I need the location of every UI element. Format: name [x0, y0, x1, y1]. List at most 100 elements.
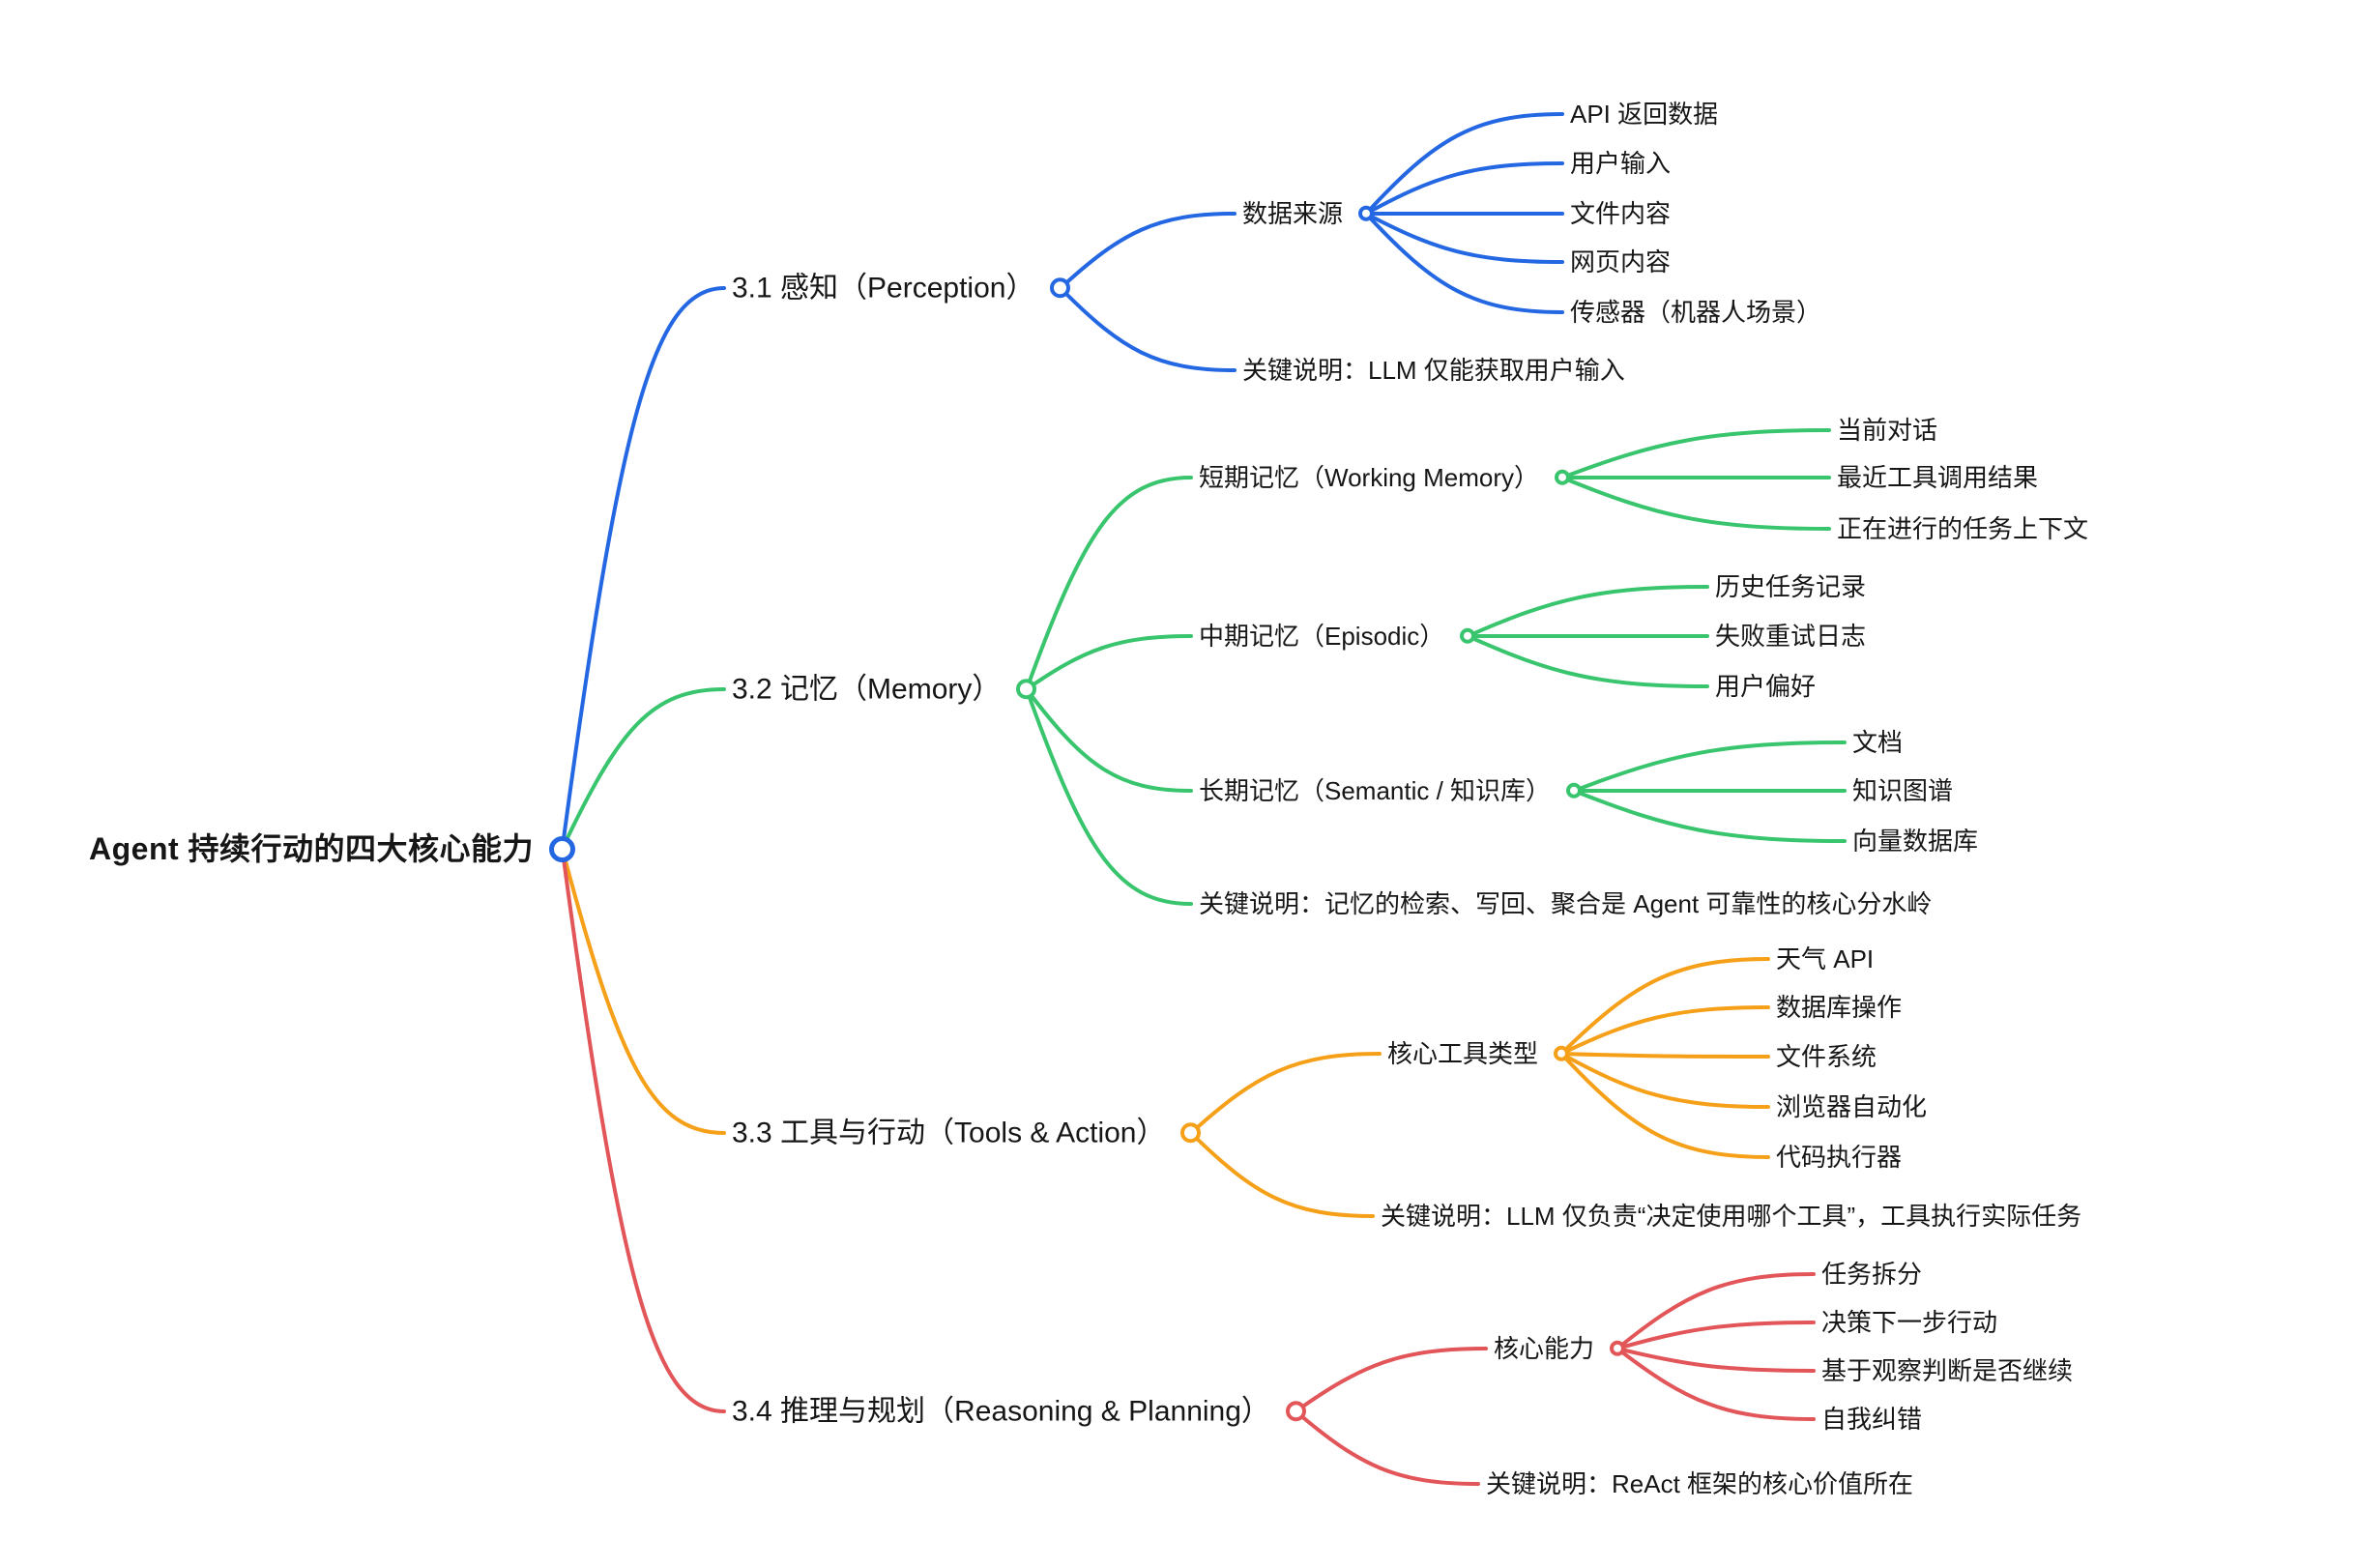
leaf-ongoing-task-context[interactable]: 正在进行的任务上下文 — [1837, 513, 2088, 545]
leaf-label: 用户输入 — [1570, 148, 1672, 178]
connector-line — [560, 847, 726, 1413]
topic-data-sources[interactable]: 数据来源 — [1242, 198, 1375, 230]
topic-core-capabilities[interactable]: 核心能力 — [1494, 1333, 1626, 1365]
leaf-label: 向量数据库 — [1852, 826, 1979, 856]
connector-line — [1560, 428, 1831, 479]
connector-line — [560, 687, 726, 851]
leaf-code-executor[interactable]: 代码执行器 — [1776, 1142, 1902, 1174]
connector-line — [1559, 1052, 1770, 1109]
connector-line — [1615, 1347, 1816, 1421]
note-perception[interactable]: 关键说明：LLM 仅能获取用户输入 — [1242, 355, 1625, 387]
leaf-file-system[interactable]: 文件系统 — [1776, 1041, 1877, 1073]
leaf-knowledge-graph[interactable]: 知识图谱 — [1852, 775, 1953, 807]
branch-label: 3.3 工具与行动（Tools & Action） — [732, 1117, 1166, 1149]
leaf-label: 失败重试日志 — [1715, 621, 1867, 651]
leaf-web-content[interactable]: 网页内容 — [1570, 247, 1671, 278]
topic-core-tool-types[interactable]: 核心工具类型 — [1387, 1038, 1570, 1070]
leaf-history-task-records[interactable]: 历史任务记录 — [1715, 571, 1866, 603]
note-label: 关键说明：ReAct 框架的核心价值所在 — [1486, 1468, 1914, 1498]
leaf-label: 知识图谱 — [1852, 775, 1954, 805]
leaf-api-return-data[interactable]: API 返回数据 — [1570, 99, 1718, 131]
branch-reasoning-planning[interactable]: 3.4 推理与规划（Reasoning & Planning） — [732, 1393, 1306, 1430]
topic-semantic-memory[interactable]: 长期记忆（Semantic / 知识库） — [1199, 775, 1583, 807]
leaf-current-dialogue[interactable]: 当前对话 — [1837, 415, 1937, 447]
note-memory[interactable]: 关键说明：记忆的检索、写回、聚合是 Agent 可靠性的核心分水岭 — [1199, 888, 1932, 920]
connector-line — [1559, 1005, 1770, 1056]
topic-label: 核心工具类型 — [1387, 1038, 1539, 1068]
leaf-label: 浏览器自动化 — [1776, 1091, 1928, 1121]
leaf-label: API 返回数据 — [1570, 99, 1719, 129]
leaf-label: 网页内容 — [1570, 247, 1672, 276]
connector-line — [1189, 1052, 1382, 1135]
leaf-file-content[interactable]: 文件内容 — [1570, 198, 1671, 230]
note-label: 关键说明：LLM 仅能获取用户输入 — [1242, 355, 1625, 385]
leaf-documents[interactable]: 文档 — [1852, 727, 1903, 759]
collapse-toggle[interactable] — [1460, 628, 1476, 644]
branch-memory[interactable]: 3.2 记忆（Memory） — [732, 671, 1037, 708]
leaf-vector-database[interactable]: 向量数据库 — [1852, 826, 1978, 857]
branch-perception[interactable]: 3.1 感知（Perception） — [732, 270, 1071, 306]
connector-line — [560, 286, 726, 851]
leaf-sensor-robot[interactable]: 传感器（机器人场景） — [1570, 297, 1821, 329]
leaf-label: 文件内容 — [1570, 198, 1672, 228]
leaf-user-input[interactable]: 用户输入 — [1570, 148, 1671, 180]
connector-line — [1364, 161, 1564, 216]
topic-short-term-memory[interactable]: 短期记忆（Working Memory） — [1199, 462, 1571, 494]
leaf-observe-judge-continue[interactable]: 基于观察判断是否继续 — [1821, 1355, 2073, 1387]
connector-line — [560, 847, 726, 1135]
leaf-label: 当前对话 — [1837, 415, 1938, 445]
topic-label: 数据来源 — [1242, 198, 1344, 228]
branch-tools-action[interactable]: 3.3 工具与行动（Tools & Action） — [732, 1115, 1202, 1151]
root-topic-label: Agent 持续行动的四大核心能力 — [89, 831, 535, 866]
note-reasoning[interactable]: 关键说明：ReAct 框架的核心价值所在 — [1486, 1468, 1913, 1500]
leaf-label: 任务拆分 — [1821, 1259, 1923, 1289]
leaf-weather-api[interactable]: 天气 API — [1776, 944, 1874, 975]
collapse-toggle[interactable] — [1566, 783, 1583, 799]
collapse-toggle[interactable] — [1050, 277, 1071, 299]
leaf-label: 数据库操作 — [1776, 992, 1903, 1022]
leaf-failure-retry-log[interactable]: 失败重试日志 — [1715, 621, 1866, 653]
leaf-browser-automation[interactable]: 浏览器自动化 — [1776, 1091, 1927, 1123]
leaf-label: 代码执行器 — [1776, 1142, 1903, 1172]
topic-episodic-memory[interactable]: 中期记忆（Episodic） — [1199, 621, 1476, 653]
leaf-label: 决策下一步行动 — [1821, 1307, 1998, 1337]
leaf-label: 正在进行的任务上下文 — [1837, 513, 2089, 543]
collapse-toggle[interactable] — [1610, 1341, 1626, 1356]
collapse-toggle[interactable] — [1285, 1401, 1306, 1422]
leaf-label: 传感器（机器人场景） — [1570, 297, 1822, 327]
collapse-toggle[interactable] — [549, 835, 576, 862]
leaf-label: 最近工具调用结果 — [1837, 462, 2039, 492]
collapse-toggle[interactable] — [1555, 470, 1571, 485]
leaf-self-correction[interactable]: 自我纠错 — [1821, 1404, 1922, 1436]
connector-line — [1615, 1321, 1816, 1350]
connector-line — [1059, 286, 1237, 372]
leaf-label: 用户偏好 — [1715, 671, 1817, 701]
note-tools[interactable]: 关键说明：LLM 仅负责“决定使用哪个工具”，工具执行实际任务 — [1381, 1201, 2081, 1233]
connector-line — [1024, 634, 1193, 691]
leaf-label: 历史任务记录 — [1715, 571, 1867, 601]
connector-line — [1059, 212, 1237, 290]
connector-line — [1024, 687, 1193, 906]
branch-label: 3.2 记忆（Memory） — [732, 673, 1002, 706]
leaf-label: 自我纠错 — [1821, 1404, 1923, 1434]
leaf-recent-tool-results[interactable]: 最近工具调用结果 — [1837, 462, 2038, 494]
leaf-label: 基于观察判断是否继续 — [1821, 1355, 2074, 1385]
connector-line — [1559, 1052, 1770, 1059]
collapse-toggle[interactable] — [1358, 206, 1375, 221]
connector-line — [1466, 634, 1709, 688]
collapse-toggle[interactable] — [1016, 679, 1037, 700]
root-topic[interactable]: Agent 持续行动的四大核心能力 — [89, 829, 576, 868]
leaf-decide-next-action[interactable]: 决策下一步行动 — [1821, 1307, 1997, 1339]
leaf-user-preferences[interactable]: 用户偏好 — [1715, 671, 1816, 703]
connector-line — [1024, 476, 1193, 691]
connector-line — [1294, 1347, 1488, 1413]
note-label: 关键说明：LLM 仅负责“决定使用哪个工具”，工具执行实际任务 — [1381, 1201, 2082, 1231]
leaf-database-operations[interactable]: 数据库操作 — [1776, 992, 1902, 1024]
topic-label: 中期记忆（Episodic） — [1199, 621, 1445, 651]
branch-label: 3.4 推理与规划（Reasoning & Planning） — [732, 1395, 1270, 1428]
collapse-toggle[interactable] — [1180, 1122, 1202, 1144]
connector-line — [1559, 957, 1770, 1056]
leaf-task-decomposition[interactable]: 任务拆分 — [1821, 1259, 1922, 1291]
collapse-toggle[interactable] — [1554, 1046, 1570, 1061]
